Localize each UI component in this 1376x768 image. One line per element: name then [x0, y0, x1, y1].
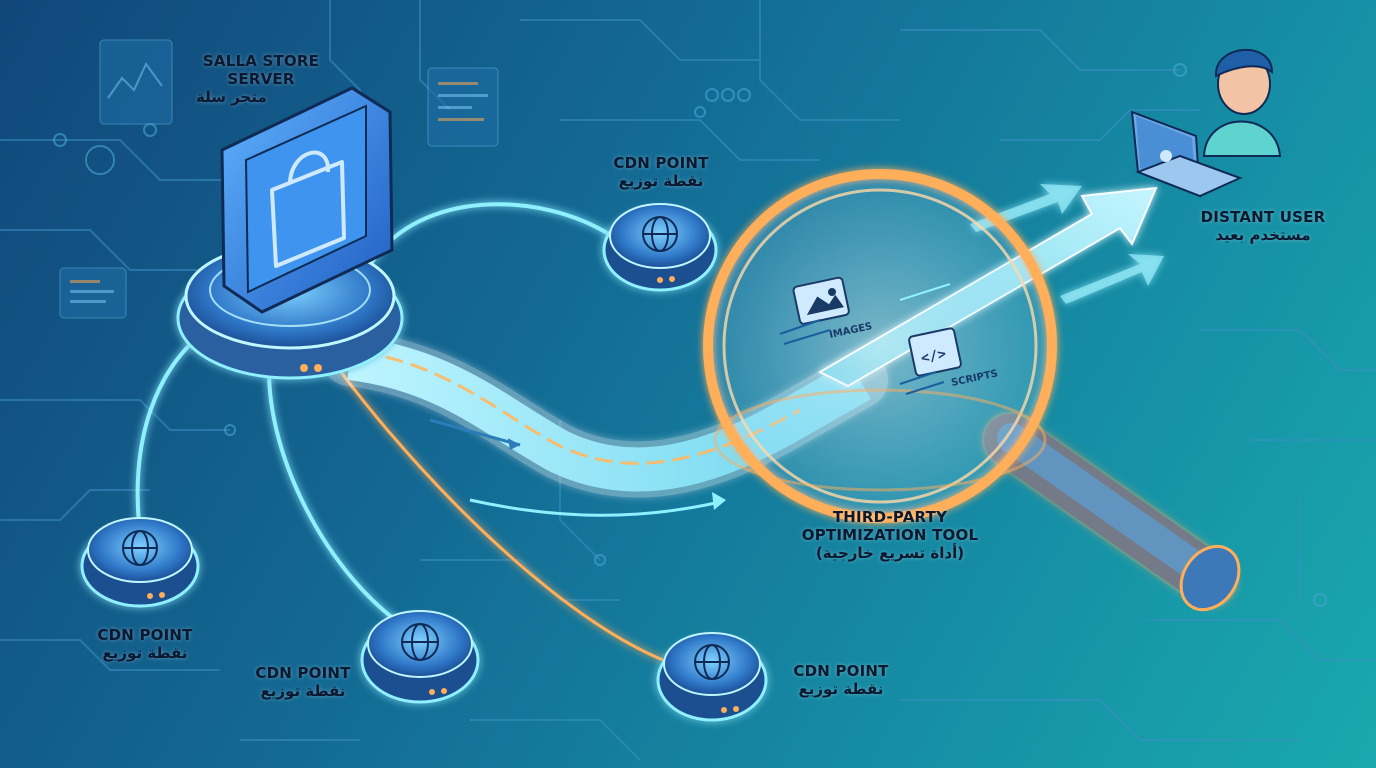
cdn-top-label: CDN POINT نقطة توزيع [596, 154, 726, 190]
user-label: DISTANT USER مستخدم بعيد [1188, 208, 1338, 244]
cdn-bottom-mid-label-en: CDN POINT [255, 664, 351, 682]
cdn-bottom-right-label-ar: نقطة توزيع [798, 680, 884, 698]
code-panel-left [59, 267, 127, 319]
tool-label: THIRD-PARTY OPTIMIZATION TOOL (أداة تسري… [770, 508, 1010, 562]
globe-icon [122, 530, 158, 566]
server-label-en: SALLA STORE SERVER [202, 52, 320, 88]
shopping-bag-icon [270, 150, 346, 268]
server-label: SALLA STORE SERVER متجر سلة [196, 52, 326, 106]
link-server-cdn-bottom-mid [267, 350, 412, 632]
link-server-cdn-top [370, 202, 614, 264]
user-label-ar: مستخدم بعيد [1215, 226, 1311, 244]
globe-icon [694, 644, 730, 680]
cdn-bottom-mid-label-ar: نقطة توزيع [260, 682, 346, 700]
cdn-bottom-mid-label: CDN POINT نقطة توزيع [238, 664, 368, 700]
cdn-left-label-ar: نقطة توزيع [102, 644, 188, 662]
svg-text:</>: </> [919, 346, 947, 367]
tool-label-ar: (أداة تسريع خارجية) [815, 544, 965, 562]
user-avatar-icon [1202, 49, 1282, 157]
globe-icon [401, 623, 439, 661]
code-file-icon: </> [908, 327, 962, 377]
user-label-en: DISTANT USER [1200, 208, 1326, 226]
cdn-top-label-ar: نقطة توزيع [618, 172, 704, 190]
speed-lines [779, 283, 951, 395]
cdn-node-left [80, 517, 200, 608]
image-icon [792, 276, 850, 325]
chart-panel [99, 39, 173, 125]
laptop-icon [1130, 110, 1243, 198]
magnifier-icon [703, 169, 1241, 612]
cdn-node-top [602, 203, 718, 292]
cdn-bottom-right-label-en: CDN POINT [793, 662, 889, 680]
cdn-left-label-en: CDN POINT [97, 626, 193, 644]
globe-icon [642, 216, 678, 252]
cdn-node-bottom-right [656, 632, 768, 722]
distant-user [1130, 49, 1282, 198]
cdn-bottom-right-label: CDN POINT نقطة توزيع [776, 662, 906, 698]
cdn-left-label: CDN POINT نقطة توزيع [80, 626, 210, 662]
link-server-cdn-bottom-right [330, 358, 670, 664]
tool-label-en: THIRD-PARTY OPTIMIZATION TOOL [801, 508, 979, 544]
store-server [176, 86, 404, 380]
code-panel-top [427, 67, 499, 147]
cdn-top-label-en: CDN POINT [613, 154, 709, 172]
cdn-node-bottom-mid [360, 610, 480, 704]
server-label-ar: متجر سلة [196, 88, 267, 106]
data-path [322, 330, 888, 517]
